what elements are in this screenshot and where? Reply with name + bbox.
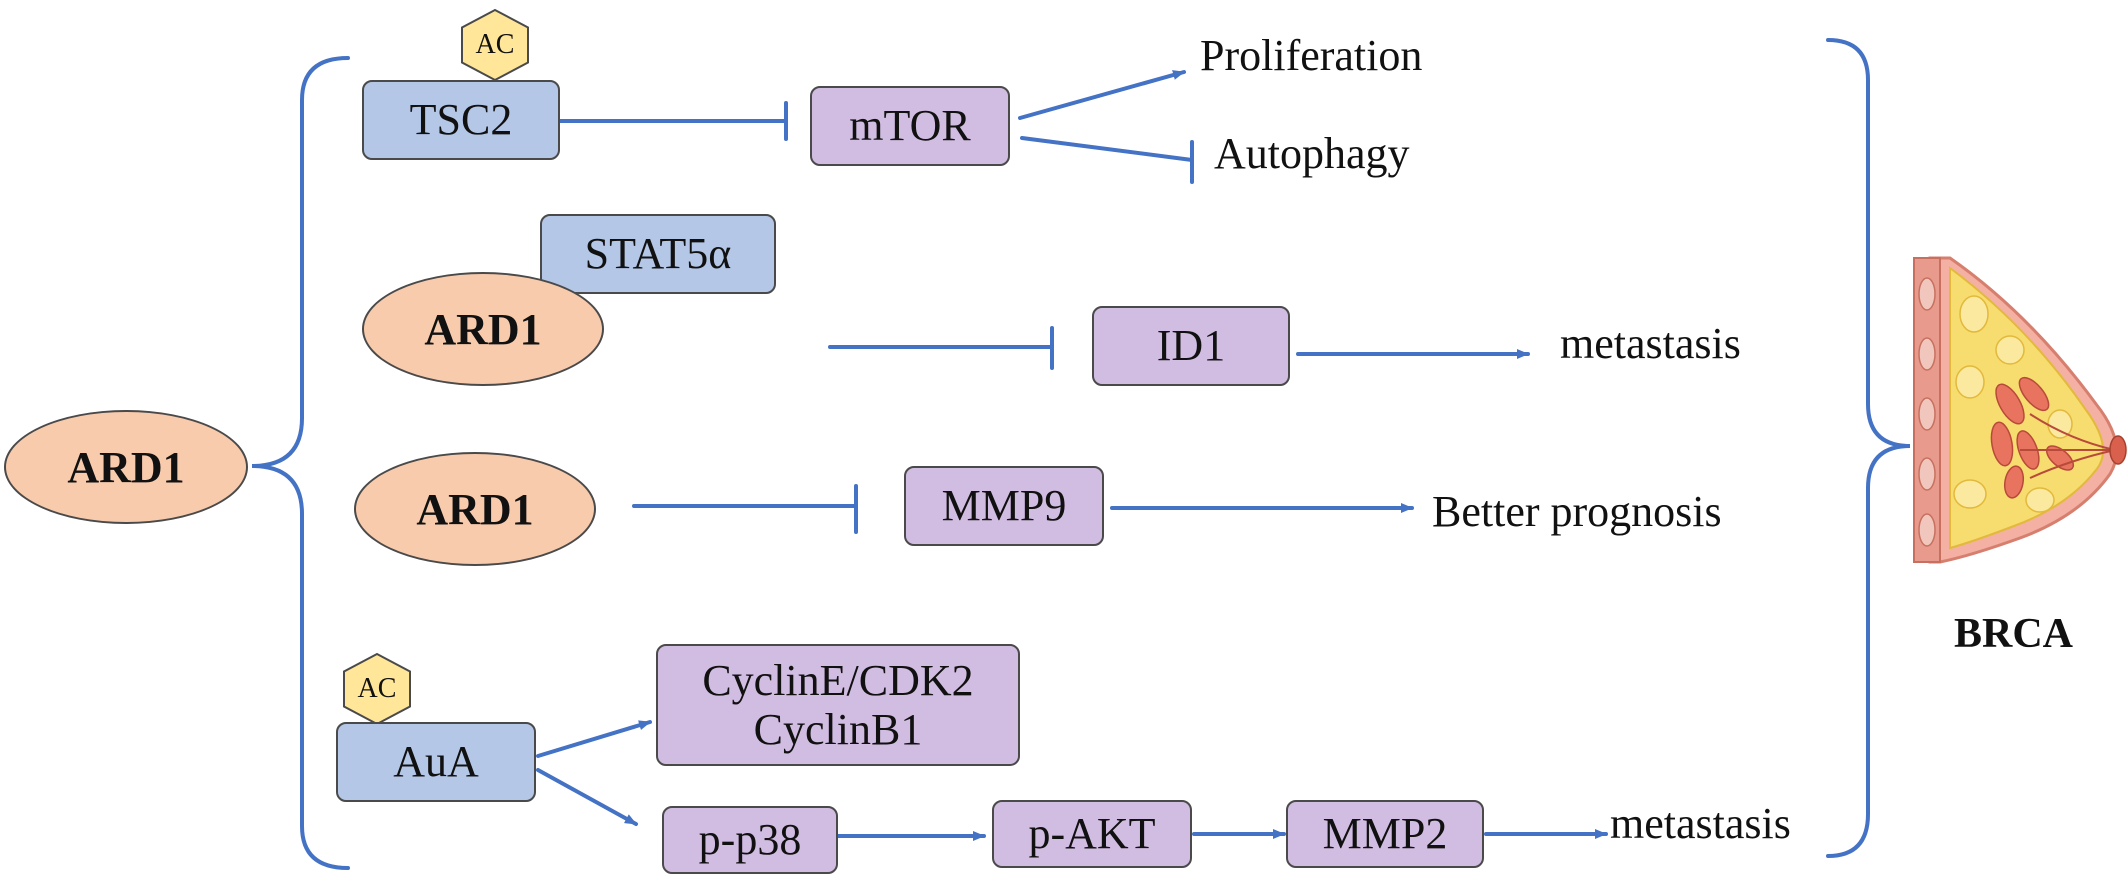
pp38-label: p-p38 [698,815,802,865]
left-brace [251,56,350,870]
proliferation-label: Proliferation [1200,31,1423,80]
right-bracket [1826,38,1911,858]
mtor-node: mTOR [810,86,1010,166]
brca-label: BRCA [1954,611,2074,657]
id1-label: ID1 [1156,321,1226,371]
ac-tsc2-badge: AC [458,8,532,82]
ard1-mmp-label: ARD1 [416,484,534,534]
metastasis-label-1: metastasis [1560,319,1741,368]
pakt-node: p-AKT [992,800,1192,868]
pakt-label: p-AKT [1028,809,1156,859]
mmp9-node: MMP9 [904,466,1104,546]
tsc2-node: TSC2 [362,80,560,160]
aua-to-pp38-arrow [536,768,638,826]
cyclin-label-line1: CyclinE/CDK2 [702,655,974,705]
cyclin-node: CyclinE/CDK2 CyclinB1 [656,644,1020,766]
ac-aua-badge: AC [340,652,414,726]
pp38-node: p-p38 [662,806,838,874]
mtor-to-proliferation-arrow [1018,70,1186,120]
ard1-stat-label: ARD1 [424,304,542,354]
metastasis-label-2: metastasis [1610,799,1791,848]
aua-to-cyclin-arrow [536,720,652,758]
ard1-mmp-node: ARD1 [354,452,596,566]
ac-aua-label: AC [357,673,397,704]
stat5a-node: STAT5α [540,214,776,294]
autophagy-label: Autophagy [1214,129,1410,178]
better-prognosis-label: Better prognosis [1432,487,1722,536]
mmp9-label: MMP9 [941,481,1067,531]
cyclin-label-line2: CyclinB1 [753,705,923,754]
aua-node: AuA [336,722,536,802]
mtor-inhibits-autophagy-line [1020,136,1194,162]
aua-label: AuA [393,737,479,787]
mmp2-node: MMP2 [1286,800,1484,868]
tsc2-label: TSC2 [409,95,513,145]
id1-node: ID1 [1092,306,1290,386]
mtor-label: mTOR [849,101,971,151]
breast-anatomy-icon [1913,256,2127,564]
ard1-main-label: ARD1 [67,442,185,492]
ac-tsc2-label: AC [475,29,515,60]
ard1-main-node: ARD1 [4,410,248,524]
stat5a-label: STAT5α [584,229,732,279]
ard1-stat-node: ARD1 [362,272,604,386]
mmp2-label: MMP2 [1322,809,1448,859]
